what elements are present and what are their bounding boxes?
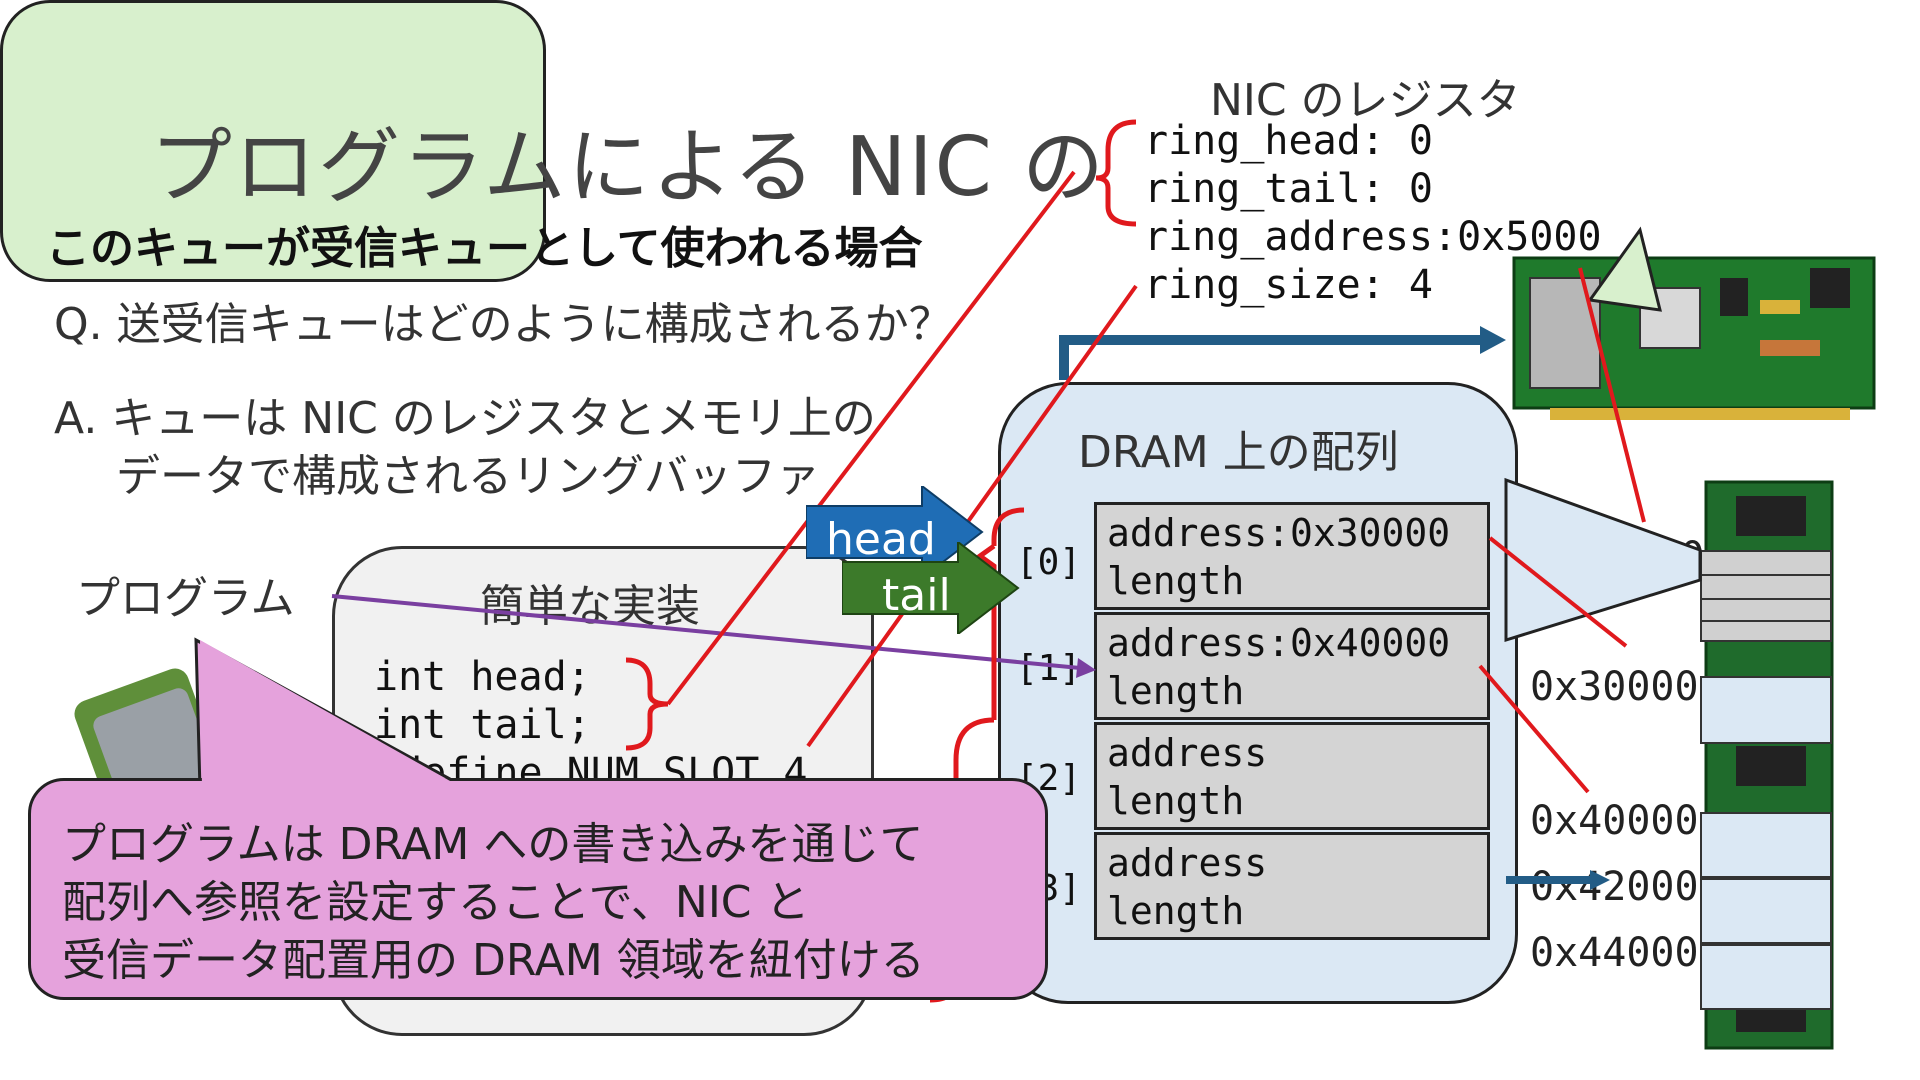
memory-address-30000: 0x30000 [1530,664,1699,710]
register-ring-head: ring_head: 0 [1144,118,1433,164]
register-ring-size: ring_size: 4 [1144,262,1433,308]
explanation-callout [28,778,1048,1000]
callout-line-2: 配列へ参照を設定することで、NIC と [62,877,810,928]
head-pointer-label: head [826,514,936,565]
memory-buffer-30000 [1700,676,1832,744]
answer-text-line1: A. キューは NIC のレジスタとメモリ上の [54,393,876,444]
memory-ring-divider [1700,620,1832,622]
program-label: プログラム [76,573,295,624]
slot-1-address: address:0x40000 [1107,621,1451,665]
array-slot-1: address:0x40000 length [1094,612,1490,720]
memory-ring-region [1700,550,1832,642]
memory-address-42000: 0x42000 [1530,864,1699,910]
slot-0-length: length [1107,559,1245,603]
register-to-nic-arrowhead [1480,326,1506,354]
memory-buffer-42000 [1700,878,1832,944]
memory-buffer-40000 [1700,812,1832,878]
array-slot-3: address length [1094,832,1490,940]
nic-board-illustration [1512,256,1876,420]
memory-buffer-44000 [1700,944,1832,1010]
size-link-line [806,284,1138,748]
program-arrow [331,594,1081,670]
register-ring-address: ring_address:0x5000 [1144,214,1602,260]
array-brace-top [991,507,1025,546]
tail-pointer-arrow [842,542,1020,634]
register-title: NIC のレジスタ [1210,75,1521,126]
callout-line-3: 受信データ配置用の DRAM 領域を紐付ける [62,935,925,986]
tail-pointer-label: tail [882,570,951,621]
array-index-0: [0] [1016,542,1082,583]
address-30000-link-line [1488,536,1628,648]
head-pointer-arrow [806,486,984,578]
slot-3-address: address [1107,841,1268,885]
code-line-head: int head; [374,654,591,700]
callout-line-1: プログラムは DRAM への書き込みを通じて [62,819,924,870]
memory-address-40000: 0x40000 [1530,798,1699,844]
register-to-nic-arrow [1059,335,1480,380]
register-brace [1095,119,1137,227]
dram-array-title: DRAM 上の配列 [1078,427,1399,478]
code-line-tail: int tail; [374,702,591,748]
program-arrowhead [1076,658,1096,678]
dram-zoom-wedge [1504,477,1702,643]
head-tail-link-line [666,170,1076,706]
slide-subtitle: このキューが受信キューとして使われる場合 [46,223,923,274]
question-text: Q. 送受信キューはどのように構成されるか？ [54,299,953,350]
buffer-arrowhead [1590,870,1610,890]
memory-address-44000: 0x44000 [1530,930,1699,976]
slot-3-length: length [1107,889,1245,933]
slot-2-address: address [1107,731,1268,775]
array-brace [975,543,997,720]
slot-1-length: length [1107,669,1245,713]
slot-2-length: length [1107,779,1245,823]
array-slot-0: address:0x30000 length [1094,502,1490,610]
address-40000-link-line [1478,664,1590,794]
array-slot-2: address length [1094,722,1490,830]
implementation-title: 簡単な実装 [480,581,700,632]
slide-title: プログラムによる NIC の [150,120,1106,215]
ring-address-link-line [1578,267,1646,523]
memory-ring-divider [1700,598,1832,600]
register-callout [0,0,546,282]
register-ring-tail: ring_tail: 0 [1144,166,1433,212]
slot-0-address: address:0x30000 [1107,511,1451,555]
answer-text-line2: データで構成されるリングバッファ [116,451,820,502]
